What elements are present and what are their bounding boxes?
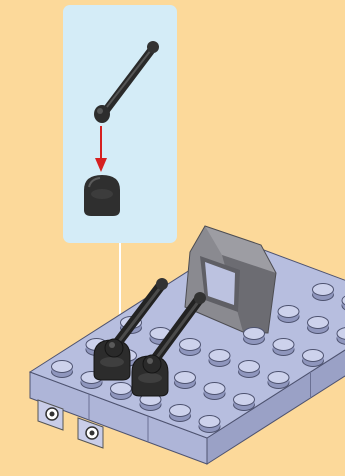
stud (308, 317, 329, 334)
stud (313, 284, 334, 301)
stud (337, 328, 345, 345)
stud (111, 383, 132, 400)
lever-base-part (84, 175, 120, 216)
stud (239, 361, 260, 378)
stud (204, 383, 225, 400)
stud (199, 416, 220, 433)
stud (52, 361, 73, 378)
stud (273, 339, 294, 356)
stud (244, 328, 265, 345)
stud (175, 372, 196, 389)
stud (234, 394, 255, 411)
stud (303, 350, 324, 367)
stud (170, 405, 191, 422)
stud (180, 339, 201, 356)
callout-box (63, 5, 177, 243)
stud (278, 306, 299, 323)
stud (209, 350, 230, 367)
stud (268, 372, 289, 389)
